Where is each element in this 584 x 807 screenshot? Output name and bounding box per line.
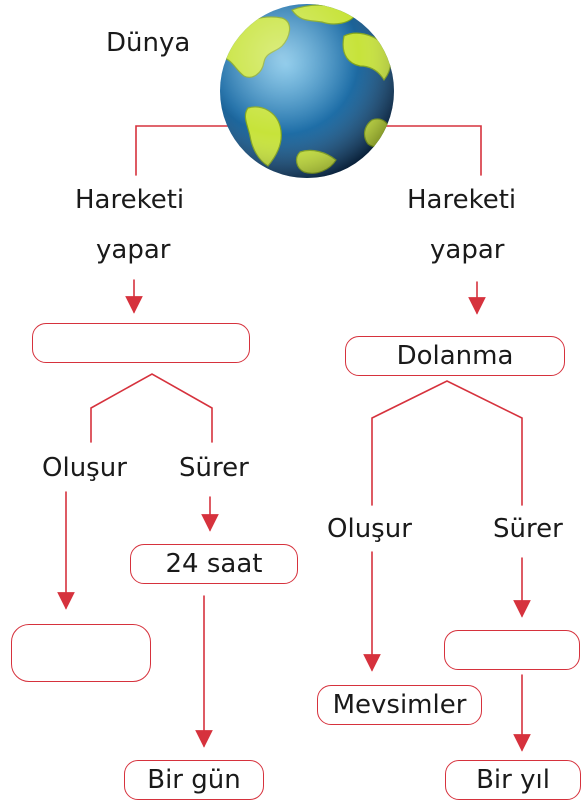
left-result-box: Bir gün xyxy=(124,760,264,800)
right-movement-box: Dolanma xyxy=(345,336,565,376)
left-movement-box xyxy=(32,323,250,363)
right-forms-box: Mevsimler xyxy=(317,685,482,725)
left-forms-label: Oluşur xyxy=(42,453,127,483)
diagram-title: Dünya xyxy=(106,28,191,58)
left-movement-label-line2: yapar xyxy=(96,235,171,265)
left-duration-box: 24 saat xyxy=(130,544,298,584)
earth-globe-icon xyxy=(220,4,394,178)
globe-bracket-line xyxy=(135,125,246,176)
right-duration-box xyxy=(444,630,580,670)
right-split-line xyxy=(371,380,523,506)
left-split-line xyxy=(90,373,213,443)
left-forms-box xyxy=(11,624,151,682)
left-lasts-label: Sürer xyxy=(179,453,249,483)
left-movement-label-line1: Hareketi xyxy=(75,185,185,215)
globe-bracket-line-right xyxy=(379,125,482,176)
right-forms-label: Oluşur xyxy=(327,514,412,544)
right-lasts-label: Sürer xyxy=(493,514,563,544)
right-movement-label-line1: Hareketi xyxy=(407,185,517,215)
right-movement-label-line2: yapar xyxy=(430,235,505,265)
right-result-box: Bir yıl xyxy=(445,760,581,800)
